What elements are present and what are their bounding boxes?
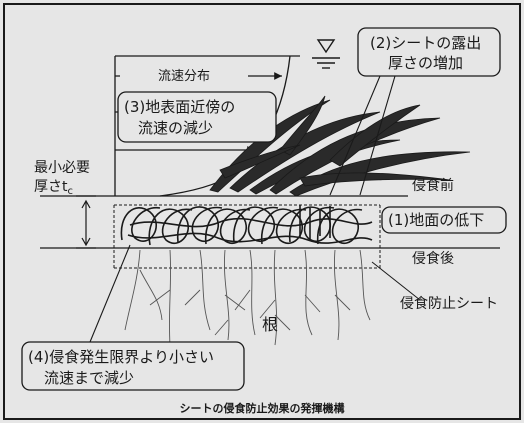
- min-thickness-line2: 厚さtc: [34, 179, 73, 197]
- min-thickness-line1: 最小必要: [34, 160, 90, 176]
- root-label: 根: [262, 315, 278, 334]
- note1-label: (1)地面の低下: [388, 211, 484, 229]
- note2-callout: [329, 27, 501, 196]
- note4-line2: 流速まで減少: [44, 369, 134, 387]
- velocity-distribution-label-box: [120, 63, 248, 85]
- grass-blades: [209, 95, 471, 197]
- sheet-mesh: [120, 205, 373, 246]
- figure-caption: シートの侵食防止効果の発揮機構: [180, 401, 345, 415]
- water-surface-icon: [312, 39, 340, 69]
- note1-callout: [381, 206, 507, 234]
- ground-lines: [40, 195, 500, 269]
- sheet-label: 侵食防止シート: [400, 295, 498, 312]
- note3-line1: (3)地表面近傍の: [124, 98, 235, 116]
- note3-callout: [117, 91, 277, 143]
- note4-callout: [21, 244, 245, 391]
- note3-line2: 流速の減少: [138, 119, 213, 137]
- min-thickness-subscript: c: [68, 186, 74, 197]
- thickness-dimension: [76, 195, 96, 249]
- after-erosion-label: 侵食後: [412, 250, 454, 267]
- note2-line1: (2)シートの露出: [370, 34, 481, 52]
- figure-frame: [3, 3, 521, 420]
- before-erosion-label: 侵食前: [412, 177, 454, 194]
- velocity-distribution-label: 流速分布: [158, 69, 210, 84]
- roots: [124, 249, 371, 346]
- note2-line2: 厚さの増加: [388, 54, 463, 72]
- note4-line1: (4)侵食発生限界より小さい: [28, 348, 214, 366]
- sheet-leader: [371, 261, 421, 301]
